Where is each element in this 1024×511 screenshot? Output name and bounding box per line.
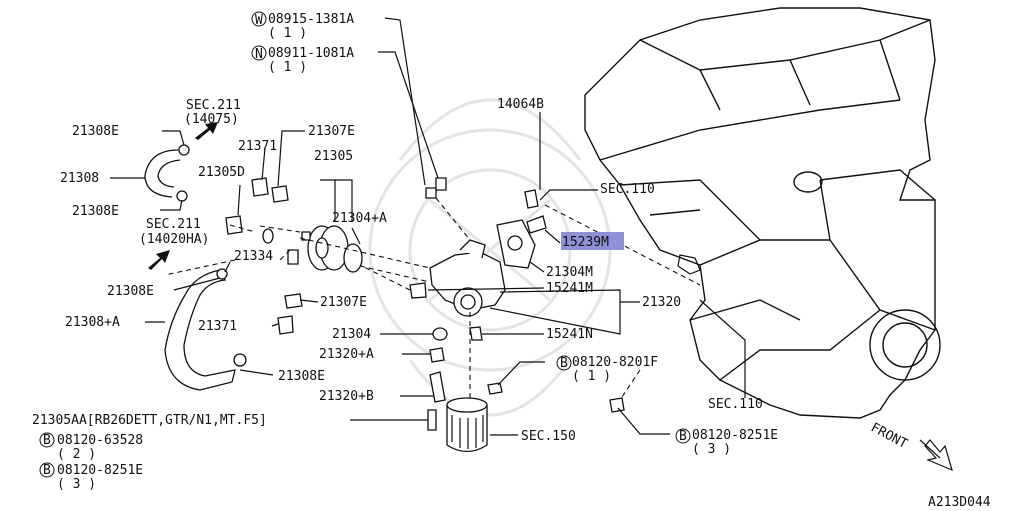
- engine-block: [584, 7, 941, 419]
- label-21308e-c: 21308E: [107, 284, 154, 299]
- label-21305d: 21305D: [198, 165, 245, 180]
- label-21307e-a: 21307E: [308, 124, 355, 139]
- label-08120-63528: 08120-63528: [57, 433, 143, 448]
- label-21304a: 21304+A: [332, 211, 387, 226]
- b-8201f-prefix: B: [560, 356, 568, 371]
- label-14064b: 14064B: [497, 97, 544, 112]
- label-21308a: 21308+A: [65, 315, 120, 330]
- label-15241n: 15241N: [546, 327, 593, 342]
- label-sec211-mid: SEC.211: [146, 217, 201, 232]
- label-sec211-mid-sub: (14020HA): [139, 232, 209, 247]
- diagram-id: A213D044: [928, 495, 991, 510]
- label-08915-1381a: 08915-1381A: [268, 12, 354, 27]
- label-21371-b: 21371: [198, 319, 237, 334]
- label-21320a: 21320+A: [319, 347, 374, 362]
- block-gasket: [544, 204, 701, 286]
- label-21304m: 21304M: [546, 265, 593, 280]
- watermark-emblem: [368, 98, 612, 417]
- label-15239m: 15239M: [562, 235, 609, 250]
- arrow-sec211-mid-icon: [148, 250, 170, 270]
- label-21304: 21304: [332, 327, 371, 342]
- b-8251e-r-prefix: B: [679, 429, 687, 444]
- label-sec110-b: SEC.110: [708, 397, 763, 412]
- label-sec110-a: SEC.110: [600, 182, 655, 197]
- oil-filter: [446, 397, 488, 453]
- small-parts: [176, 144, 625, 431]
- label-08120-8251e-l-qty: ( 3 ): [57, 477, 96, 492]
- oil-filter-bracket: [409, 215, 547, 341]
- label-08915-1381a-qty: ( 1 ): [268, 26, 307, 41]
- label-08120-8201f: 08120-8201F: [572, 355, 658, 370]
- label-21320b: 21320+B: [319, 389, 374, 404]
- b-8251e-l-prefix: B: [43, 463, 51, 478]
- arrows: [148, 122, 953, 472]
- label-21307e-b: 21307E: [320, 295, 367, 310]
- label-08120-63528-qty: ( 2 ): [57, 447, 96, 462]
- label-21308e-b: 21308E: [72, 204, 119, 219]
- label-08911-1081a: 08911-1081A: [268, 46, 354, 61]
- label-21308e-d: 21308E: [278, 369, 325, 384]
- label-sec211-top-sub: (14075): [184, 112, 239, 127]
- arrow-sec211-top-icon: [195, 122, 218, 140]
- n-nut-prefix: N: [255, 47, 263, 62]
- label-21305: 21305: [314, 149, 353, 164]
- label-21308: 21308: [60, 171, 99, 186]
- label-21305aa: 21305AA[RB26DETT,GTR/N1,MT.F5]: [32, 413, 267, 428]
- label-08120-8251e-r-qty: ( 3 ): [692, 442, 731, 457]
- label-15241m-a: 15241M: [546, 281, 593, 296]
- b-63528-prefix: B: [43, 433, 51, 448]
- highlight-15239m: [561, 232, 624, 250]
- label-21334: 21334: [234, 249, 273, 264]
- front-arrow-shaft: [919, 439, 941, 459]
- label-sec211-top: SEC.211: [186, 98, 241, 113]
- label-21320: 21320: [642, 295, 681, 310]
- label-sec150: SEC.150: [521, 429, 576, 444]
- leader-lines: [110, 17, 746, 436]
- circled-prefixes: [39, 11, 691, 478]
- label-21308e-a: 21308E: [72, 124, 119, 139]
- label-08120-8201f-qty: ( 1 ): [572, 369, 611, 384]
- label-21371-a: 21371: [238, 139, 277, 154]
- front-label: FRONT: [868, 420, 910, 452]
- coolant-hoses: [144, 149, 236, 391]
- label-08120-8251e-l: 08120-8251E: [57, 463, 143, 478]
- w-bolt-prefix: W: [255, 13, 263, 28]
- label-08911-1081a-qty: ( 1 ): [268, 60, 307, 75]
- front-arrow-icon: [924, 439, 953, 472]
- label-08120-8251e-r: 08120-8251E: [692, 428, 778, 443]
